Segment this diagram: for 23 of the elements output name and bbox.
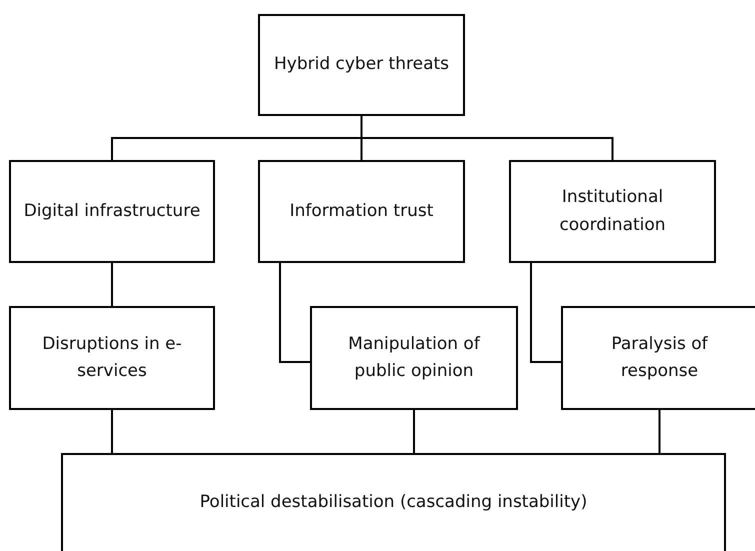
box-label: Disruptions in e-services (41, 332, 183, 383)
process-box (9, 306, 215, 410)
box-label: Paralysis of response (610, 332, 709, 383)
connector-line (111, 263, 113, 306)
connector-line (360, 116, 614, 160)
process-box (61, 453, 726, 551)
box-label: Information trust (290, 200, 434, 223)
connector-line (111, 410, 113, 453)
box-label: Manipulation of public opinion (347, 332, 482, 383)
process-box (509, 160, 716, 263)
connector-line (658, 410, 660, 453)
connector-line (530, 263, 561, 363)
process-box (258, 160, 465, 263)
process-box (561, 306, 755, 410)
process-box (9, 160, 215, 263)
box-label: Digital infrastructure (24, 200, 200, 223)
process-box (310, 306, 518, 410)
box-label: Political destabilisation (cascading instability) (200, 491, 588, 514)
box-label: Institutional coordination (558, 186, 667, 236)
box-label: Hybrid cyber threats (274, 53, 450, 76)
connector-line (279, 263, 310, 363)
process-box (258, 14, 465, 116)
connector-line (413, 410, 415, 453)
